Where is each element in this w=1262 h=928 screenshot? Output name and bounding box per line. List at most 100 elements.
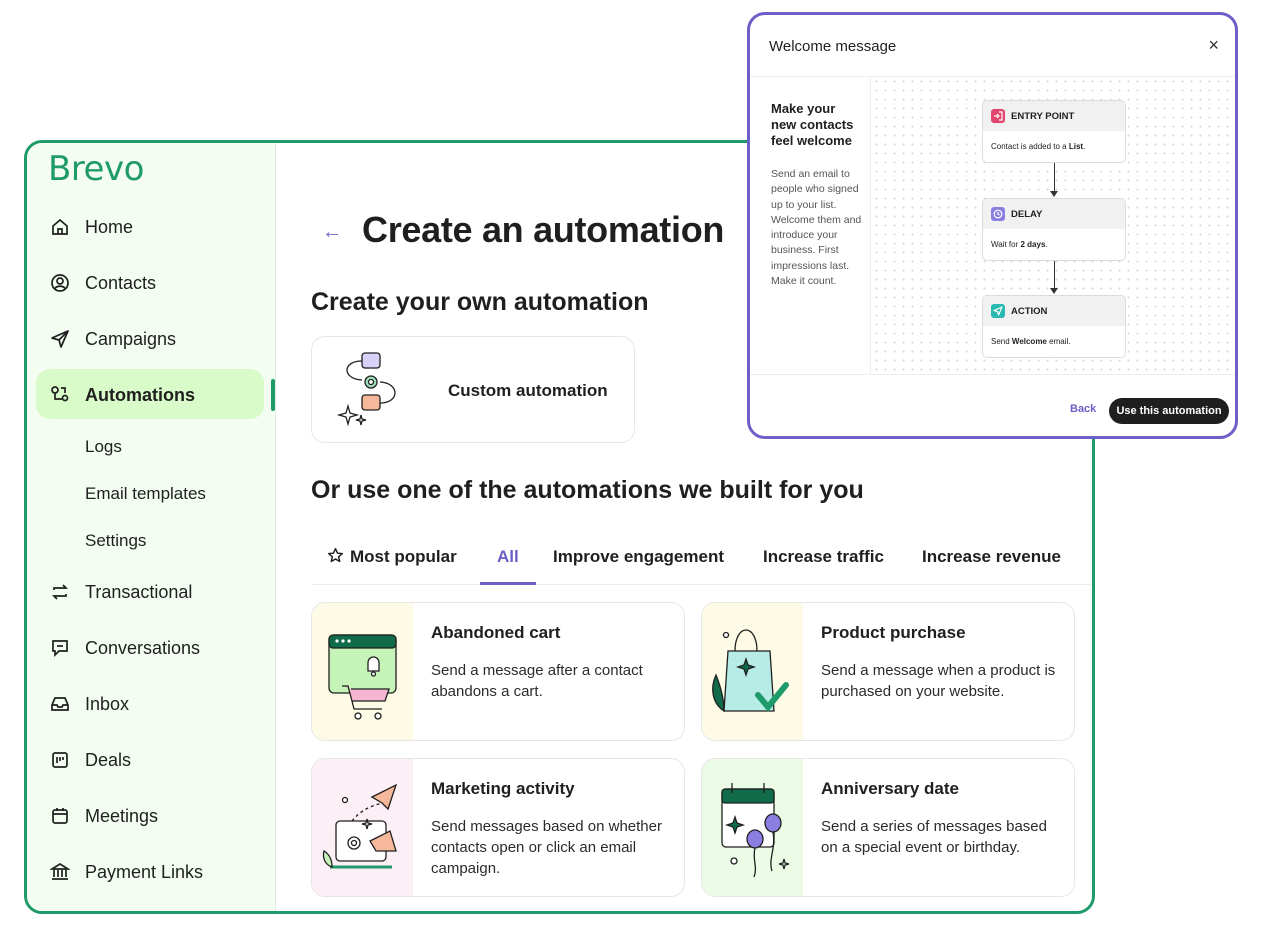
- sidebar-item-label: Conversations: [85, 637, 201, 658]
- workflow-node-action[interactable]: ACTION Send Welcome email.: [982, 295, 1126, 358]
- modal-description: Send an email to people who signed up to…: [771, 168, 862, 288]
- template-title: Abandoned cart: [431, 623, 561, 642]
- node-label: ACTION: [1011, 305, 1048, 317]
- sidebar-subitem-email-templates[interactable]: Email templates: [85, 483, 206, 503]
- sidebar-item-inbox[interactable]: Inbox: [27, 676, 275, 732]
- node-text: Send: [991, 337, 1012, 346]
- workflow-connector: [1054, 261, 1055, 288]
- workflow-canvas: ENTRY POINT Contact is added to a List. …: [872, 77, 1235, 374]
- template-card-product-purchase[interactable]: Product purchase Send a message when a p…: [701, 602, 1075, 741]
- sidebar-item-contacts[interactable]: Contacts: [27, 255, 275, 311]
- modal-header: Welcome message ×: [750, 15, 1235, 77]
- tab-improve-engagement[interactable]: Improve engagement: [553, 547, 724, 566]
- node-text: .: [1083, 142, 1086, 151]
- node-body: Send Welcome email.: [983, 326, 1125, 346]
- node-text-bold: List: [1068, 142, 1084, 151]
- custom-automation-illustration: [336, 352, 396, 427]
- sidebar-item-label: Deals: [85, 749, 132, 770]
- marketing-activity-illustration: [312, 759, 413, 896]
- sidebar-item-label: Home: [85, 216, 134, 237]
- template-description: Send a series of messages based on a spe…: [821, 818, 1047, 856]
- sidebar-item-label: Inbox: [85, 693, 130, 714]
- node-header: DELAY: [983, 199, 1125, 229]
- own-automation-heading: Create your own automation: [311, 288, 649, 316]
- modal-description-panel: Make your new contacts feel welcome Send…: [750, 77, 871, 374]
- tab-increase-traffic[interactable]: Increase traffic: [763, 547, 884, 566]
- use-this-automation-button[interactable]: Use this automation: [1109, 398, 1229, 424]
- sidebar-item-payment-links[interactable]: Payment Links: [27, 844, 275, 900]
- custom-automation-label: Custom automation: [448, 381, 608, 400]
- star-icon: [327, 547, 344, 569]
- template-description: Send a message after a contact abandons …: [431, 662, 643, 700]
- node-text: Wait for: [991, 240, 1021, 249]
- modal-heading: Make your new contacts feel welcome: [771, 101, 854, 148]
- active-indicator: [271, 379, 275, 411]
- node-text: email.: [1046, 337, 1071, 346]
- custom-automation-card[interactable]: Custom automation: [311, 336, 635, 443]
- sidebar-subitem-settings[interactable]: Settings: [85, 530, 147, 550]
- node-text: Contact is added to a: [991, 142, 1069, 151]
- template-title: Anniversary date: [821, 779, 959, 798]
- template-title: Marketing activity: [431, 779, 575, 798]
- tab-label: Most popular: [350, 547, 457, 566]
- home-icon: [49, 216, 71, 238]
- sidebar-item-label: Automations: [85, 384, 195, 405]
- template-description: Send a message when a product is purchas…: [821, 662, 1056, 700]
- active-tab-underline: [480, 582, 536, 585]
- sidebar-item-campaigns[interactable]: Campaigns: [27, 311, 275, 367]
- anniversary-date-illustration: [702, 759, 803, 896]
- sidebar-item-label: Payment Links: [85, 861, 204, 882]
- sidebar-item-label: Transactional: [85, 581, 193, 602]
- sidebar-item-automations[interactable]: Automations: [27, 367, 275, 423]
- back-arrow-icon[interactable]: ←: [322, 221, 342, 243]
- clock-icon: [991, 207, 1005, 221]
- sidebar-item-transactional[interactable]: Transactional: [27, 564, 275, 620]
- template-card-marketing-activity[interactable]: Marketing activity Send messages based o…: [311, 758, 685, 897]
- sidebar-item-label: Campaigns: [85, 328, 177, 349]
- sidebar-subitem-logs[interactable]: Logs: [85, 436, 122, 456]
- sidebar-item-conversations[interactable]: Conversations: [27, 620, 275, 676]
- sidebar-nav: Home Contacts Campaigns: [27, 199, 275, 900]
- connector-arrow-icon: [1050, 288, 1058, 294]
- automation-icon: [49, 384, 71, 406]
- page-title: Create an automation: [362, 209, 725, 250]
- abandoned-cart-illustration: [312, 603, 413, 740]
- sidebar-item-deals[interactable]: Deals: [27, 732, 275, 788]
- tab-most-popular[interactable]: Most popular: [327, 547, 457, 569]
- sidebar-item-home[interactable]: Home: [27, 199, 275, 255]
- node-text-bold: Welcome: [1011, 337, 1047, 346]
- repeat-icon: [49, 581, 71, 603]
- chat-icon: [49, 637, 71, 659]
- node-label: ENTRY POINT: [1011, 110, 1075, 122]
- workflow-node-entry-point[interactable]: ENTRY POINT Contact is added to a List.: [982, 100, 1126, 163]
- sidebar-item-meetings[interactable]: Meetings: [27, 788, 275, 844]
- welcome-message-modal: Welcome message × Make your new contacts…: [747, 12, 1238, 439]
- template-card-anniversary-date[interactable]: Anniversary date Send a series of messag…: [701, 758, 1075, 897]
- tab-increase-revenue[interactable]: Increase revenue: [922, 547, 1061, 566]
- template-title: Product purchase: [821, 623, 966, 642]
- modal-body: Make your new contacts feel welcome Send…: [750, 77, 1235, 375]
- tab-all[interactable]: All: [497, 547, 519, 566]
- node-header: ACTION: [983, 296, 1125, 326]
- template-card-abandoned-cart[interactable]: Abandoned cart Send a message after a co…: [311, 602, 685, 741]
- node-text: .: [1045, 240, 1048, 249]
- back-button[interactable]: Back: [1070, 403, 1097, 415]
- calendar-icon: [49, 805, 71, 827]
- brevo-logo: Brevo: [48, 149, 144, 189]
- close-icon[interactable]: ×: [1208, 35, 1219, 55]
- workflow-connector: [1054, 163, 1055, 191]
- template-description: Send messages based on whether contacts …: [431, 818, 662, 877]
- category-tabs: Most popular All Improve engagement Incr…: [311, 528, 1091, 585]
- node-body: Contact is added to a List.: [983, 131, 1125, 151]
- bank-icon: [49, 861, 71, 883]
- entry-point-icon: [991, 109, 1005, 123]
- node-header: ENTRY POINT: [983, 101, 1125, 131]
- sidebar-item-label: Contacts: [85, 272, 157, 293]
- main-content: ← Create an automation Create your own a…: [276, 143, 1092, 911]
- workflow-node-delay[interactable]: DELAY Wait for 2 days.: [982, 198, 1126, 261]
- send-icon: [991, 304, 1005, 318]
- node-body: Wait for 2 days.: [983, 229, 1125, 249]
- deals-icon: [49, 749, 71, 771]
- paper-plane-icon: [49, 328, 71, 350]
